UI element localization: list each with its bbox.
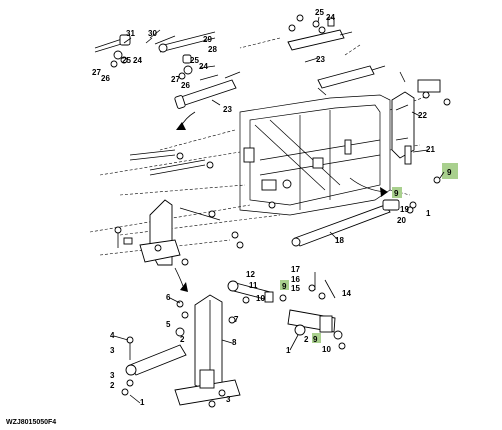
callout-1-right: 1: [426, 209, 431, 218]
highlight-9-lower: [280, 280, 289, 290]
callout-10-top: 10: [256, 294, 265, 303]
callout-6: 6: [166, 293, 171, 302]
highlight-9-right: [442, 163, 458, 179]
link-detail-lower: [227, 272, 346, 350]
callout-9-bottom: 9: [313, 335, 318, 344]
callout-7: 7: [234, 315, 239, 324]
callout-labels: 31 30 25 24 29 28 27 26 25 24 27 26 25 2…: [92, 8, 452, 407]
callout-15: 15: [291, 284, 300, 293]
callout-19: 19: [400, 205, 409, 214]
callout-2-mid: 2: [304, 335, 309, 344]
callout-18: 18: [335, 236, 344, 245]
callout-26-left: 26: [101, 74, 110, 83]
callout-14: 14: [342, 289, 351, 298]
callout-24-left: 24: [133, 56, 142, 65]
callout-9-mid: 9: [394, 189, 399, 198]
highlight-9-bottom: [312, 333, 321, 343]
figure-code: WZJ8015050F4: [6, 419, 56, 426]
callout-9-right: 9: [447, 168, 452, 177]
callout-5: 5: [166, 320, 171, 329]
callout-27-left: 27: [92, 68, 101, 77]
callout-4: 4: [110, 331, 115, 340]
callout-3-bottom: 3: [226, 395, 231, 404]
callout-30: 30: [148, 29, 157, 38]
rod-18: [291, 199, 414, 247]
highlight-9-mid: [392, 187, 402, 198]
callout-12: 12: [246, 270, 255, 279]
callout-28: 28: [208, 45, 217, 54]
callout-22: 22: [418, 111, 427, 120]
callout-25-top: 25: [315, 8, 324, 17]
callout-29: 29: [203, 35, 212, 44]
callout-31: 31: [126, 29, 135, 38]
link-rods-left: [129, 149, 214, 176]
bracket-right: [391, 71, 451, 209]
callout-10-bottom: 10: [322, 345, 331, 354]
callout-2-left-top: 2: [180, 335, 185, 344]
leader-lines: [113, 16, 445, 404]
bracket-detail-lower: [121, 294, 241, 408]
boom-frame: [89, 94, 431, 256]
callout-20: 20: [397, 216, 406, 225]
callout-25-left: 25: [122, 56, 131, 65]
highlight-boxes: [280, 163, 458, 343]
callout-16: 16: [291, 275, 300, 284]
callout-9-lower: 9: [282, 282, 287, 291]
callout-21: 21: [426, 145, 435, 154]
callout-23-left: 23: [223, 105, 232, 114]
callout-25-mid: 25: [190, 56, 199, 65]
callout-27-mid: 27: [171, 75, 180, 84]
callout-3-left-top: 3: [110, 346, 115, 355]
cylinder-assembly-top-right: [239, 14, 386, 96]
callout-1-mid: 1: [286, 346, 291, 355]
callout-17: 17: [291, 265, 300, 274]
bracket-left: [114, 199, 244, 266]
cylinder-assembly-top-left: [94, 29, 241, 109]
callout-1-left: 1: [140, 398, 145, 407]
callout-8: 8: [232, 338, 237, 347]
direction-arrows: [174, 111, 388, 292]
callout-24-mid: 24: [199, 62, 208, 71]
callout-24-top: 24: [326, 13, 335, 22]
callout-3-left-bottom: 3: [110, 371, 115, 380]
callout-23-top: 23: [316, 55, 325, 64]
callout-11: 11: [249, 281, 258, 290]
callout-26-mid: 26: [181, 81, 190, 90]
callout-2-left-bottom: 2: [110, 381, 115, 390]
